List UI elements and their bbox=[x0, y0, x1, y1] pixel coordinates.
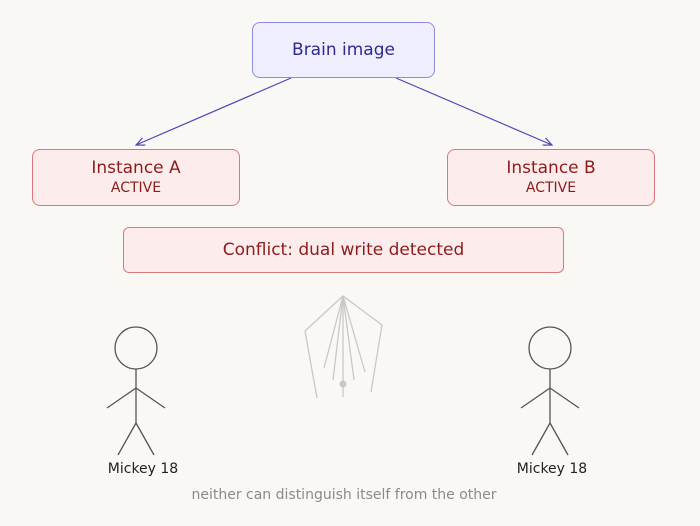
diagram-caption: neither can distinguish itself from the … bbox=[191, 487, 497, 503]
figure-left-label: Mickey 18 bbox=[107, 461, 179, 477]
stick-figure-left bbox=[106, 326, 166, 456]
instance-b-node: Instance B ACTIVE bbox=[447, 149, 655, 206]
conflict-banner: Conflict: dual write detected bbox=[123, 227, 564, 273]
arrow-brain-to-instance-a bbox=[136, 77, 292, 145]
figure-right-label: Mickey 18 bbox=[516, 461, 588, 477]
instance-a-title: Instance A bbox=[91, 157, 181, 178]
instance-a-status: ACTIVE bbox=[110, 179, 162, 196]
conflict-label: Conflict: dual write detected bbox=[222, 240, 465, 260]
pendulum-icon bbox=[304, 295, 383, 399]
instance-b-title: Instance B bbox=[506, 157, 596, 178]
brain-image-node: Brain image bbox=[252, 22, 435, 78]
instance-b-status: ACTIVE bbox=[525, 179, 577, 196]
stick-figure-right bbox=[520, 326, 580, 456]
arrow-brain-to-instance-b bbox=[395, 77, 552, 145]
instance-a-node: Instance A ACTIVE bbox=[32, 149, 240, 206]
brain-image-label: Brain image bbox=[292, 40, 395, 60]
